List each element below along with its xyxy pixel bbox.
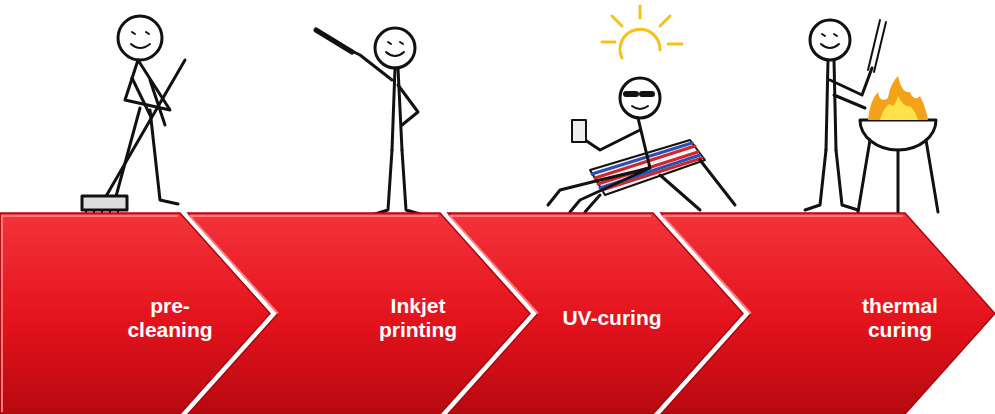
flame-outer xyxy=(868,76,928,120)
smile xyxy=(632,106,648,109)
sun-rays xyxy=(602,6,682,44)
printer-figure xyxy=(316,28,420,214)
legs xyxy=(375,150,420,214)
head xyxy=(118,16,162,60)
griller-figure xyxy=(805,20,938,212)
sun-disk xyxy=(620,29,660,58)
legs xyxy=(805,150,858,210)
grill-bowl xyxy=(860,120,936,150)
step-label: pre- cleaning xyxy=(122,294,218,342)
step-label: UV-curing xyxy=(547,306,677,330)
chevron-shape xyxy=(661,213,995,414)
head xyxy=(620,78,660,118)
smile xyxy=(821,44,839,48)
smile xyxy=(386,52,404,56)
tongs xyxy=(868,20,886,72)
broom-head xyxy=(82,196,127,210)
legs xyxy=(100,108,178,208)
sun xyxy=(602,6,682,58)
head xyxy=(810,20,850,60)
eyes xyxy=(822,34,837,36)
eyes xyxy=(388,42,403,44)
chevron-fill xyxy=(661,213,995,414)
arm xyxy=(585,130,640,150)
smile xyxy=(131,44,150,48)
flames xyxy=(868,76,928,120)
deckchair-figure xyxy=(548,78,735,212)
body-legs xyxy=(548,118,650,212)
pen xyxy=(316,30,352,52)
torso xyxy=(826,60,836,150)
tong-arm xyxy=(830,68,872,95)
torso xyxy=(392,68,402,150)
drink xyxy=(572,120,586,142)
head xyxy=(375,28,415,68)
broom-stick xyxy=(105,60,185,198)
step-label: Inkjet printing xyxy=(370,294,466,342)
eyes xyxy=(132,32,149,34)
step-label: thermal curing xyxy=(852,294,948,342)
torso xyxy=(125,60,170,110)
chevron-highlight xyxy=(450,216,651,314)
flame-inner xyxy=(880,96,918,120)
hip-arm xyxy=(398,85,418,125)
sunglasses xyxy=(626,91,652,97)
sweeper-figure xyxy=(82,16,185,216)
other-arm xyxy=(834,95,865,108)
process-chevron: thermal curing xyxy=(661,213,995,414)
grill-legs xyxy=(858,140,938,212)
